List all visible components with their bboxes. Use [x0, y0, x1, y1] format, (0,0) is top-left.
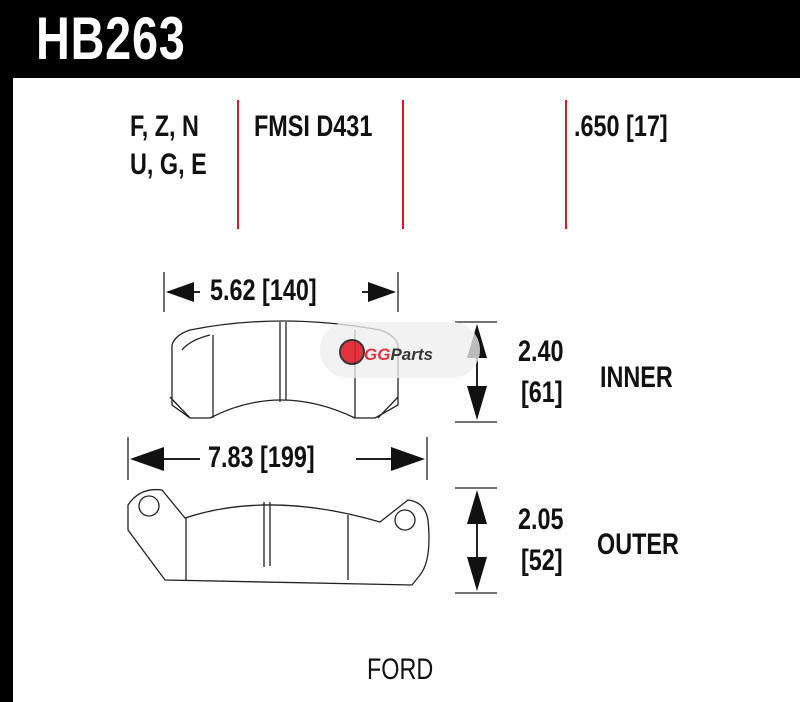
divider-3 [565, 100, 567, 229]
inner-width-label: 5.62 [140] [210, 274, 317, 307]
compounds-line1: F, Z, N [130, 110, 199, 143]
inner-label: INNER [600, 361, 673, 394]
arrow-down-icon [467, 557, 487, 591]
arrow-down-icon [467, 386, 487, 420]
arrow-up-icon [467, 490, 487, 524]
fmsi-number: FMSI D431 [254, 110, 373, 143]
vehicle-make: FORD [367, 653, 434, 686]
arrow-left-icon [166, 282, 194, 302]
outer-height-mm: [52] [521, 544, 563, 577]
arrow-right-icon [368, 282, 396, 302]
outer-height-in: 2.05 [518, 503, 564, 536]
part-number: HB263 [36, 5, 186, 72]
arrow-right-icon [391, 447, 425, 471]
svg-text:GGParts: GGParts [364, 345, 433, 364]
watermark-logo: GGParts [320, 322, 480, 378]
outer-pad-outline [127, 488, 430, 586]
arrow-left-icon [130, 447, 164, 471]
thickness: .650 [17] [574, 110, 668, 143]
outer-pad-hole [394, 509, 416, 531]
outer-pad-hole [138, 495, 160, 517]
divider-2 [402, 100, 404, 229]
left-border [0, 0, 13, 702]
compounds-line2: U, G, E [130, 148, 207, 181]
inner-height-mm: [61] [521, 376, 563, 409]
header-band [0, 0, 800, 78]
outer-label: OUTER [597, 528, 679, 561]
divider-1 [237, 100, 239, 229]
outer-width-label: 7.83 [199] [208, 441, 315, 474]
inner-height-in: 2.40 [518, 335, 564, 368]
